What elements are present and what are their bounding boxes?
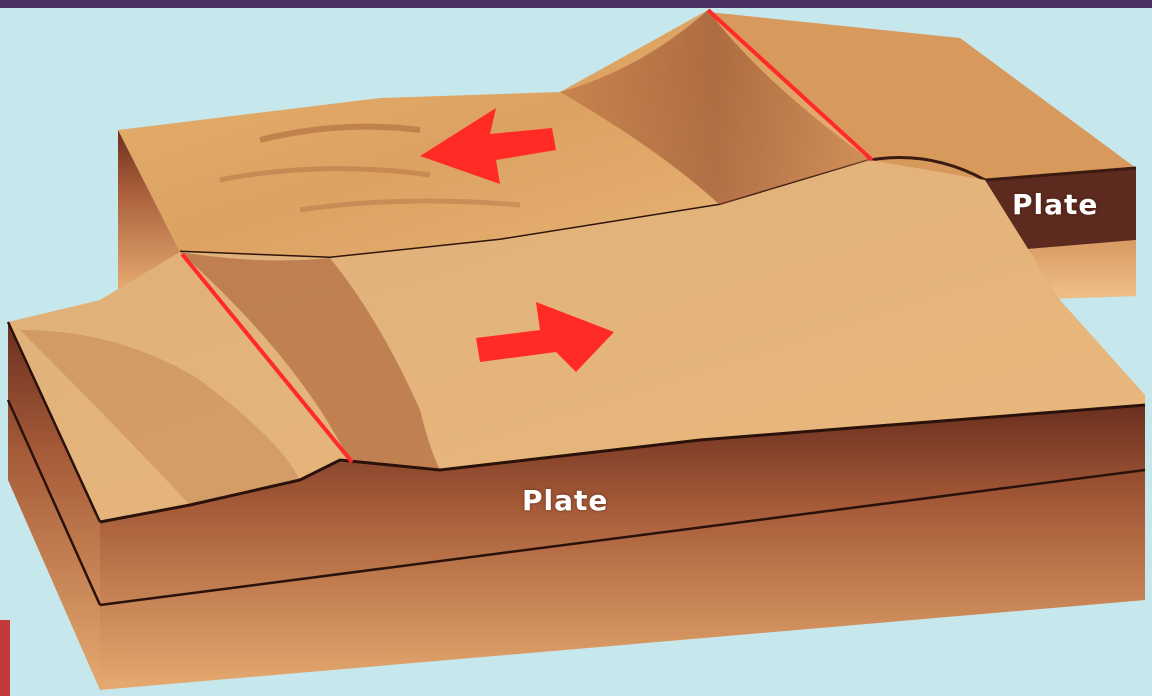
plate-label-front: Plate — [522, 484, 608, 517]
plate-label-right: Plate — [1012, 188, 1098, 221]
frame-left-edge — [0, 620, 10, 696]
frame-top-edge — [0, 0, 1152, 8]
